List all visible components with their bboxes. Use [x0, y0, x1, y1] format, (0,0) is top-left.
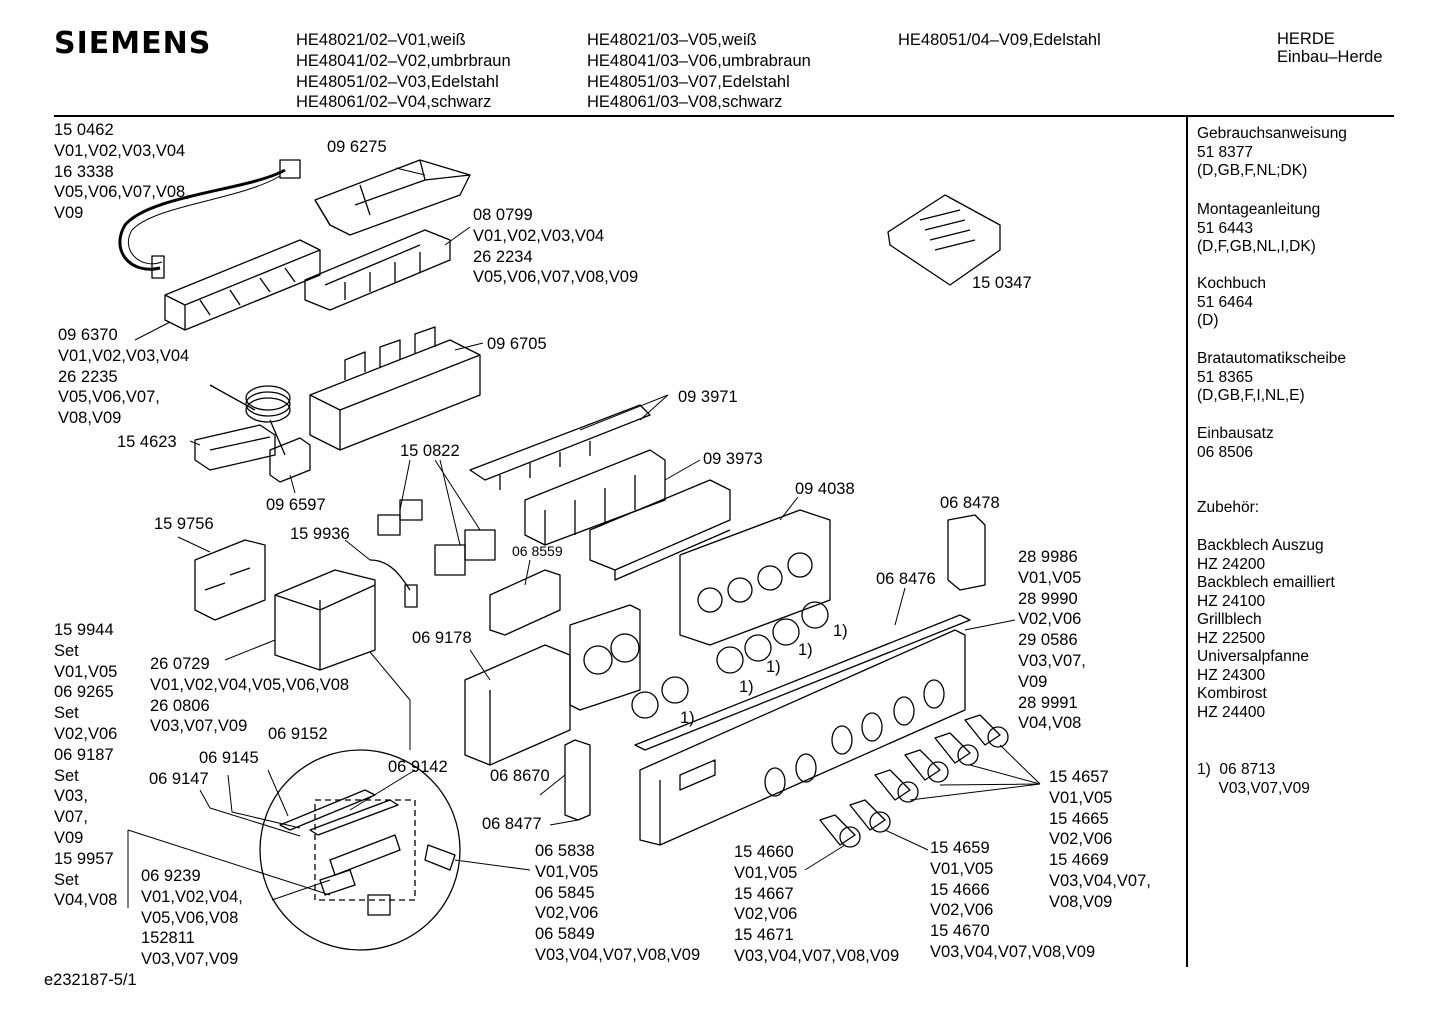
hinge-068478	[947, 514, 986, 591]
control-knobs	[819, 714, 1009, 848]
models-col-3: HE48051/04–V09,Edelstahl	[898, 31, 1101, 49]
brand-logo: SIEMENS	[54, 26, 212, 61]
wiring-harness	[118, 159, 301, 279]
label-068478: 06 8478	[940, 494, 1000, 512]
relay-module	[274, 569, 376, 671]
gear-knobs	[631, 601, 829, 719]
label-068670: 06 8670	[490, 767, 550, 785]
hinge-068477	[564, 739, 591, 821]
sensor	[369, 559, 418, 608]
label-069178: 06 9178	[412, 629, 472, 647]
note-mark-4: 1)	[739, 678, 754, 696]
note-mark-5: 1)	[680, 709, 695, 727]
label-069142: 06 9142	[388, 758, 448, 776]
thermostat	[209, 384, 311, 483]
label-080799: 08 0799 V01,V02,V03,V04 26 2234 V05,V06,…	[473, 206, 639, 287]
switch-rail	[469, 404, 666, 546]
label-068476: 06 8476	[876, 570, 936, 588]
zubehoer-list: Backblech Auszug HZ 24200 Backblech emai…	[1197, 537, 1335, 721]
holder-068559	[489, 569, 561, 636]
models-col-1: HE48021/02–V01,weiß HE48041/02–V02,umbrb…	[296, 31, 511, 112]
label-069147: 06 9147	[149, 770, 209, 788]
label-096597: 09 6597	[266, 496, 326, 514]
models-col-2: HE48021/03–V05,weiß HE48041/03–V06,umbra…	[587, 31, 811, 112]
terminal-strip	[194, 424, 276, 471]
bracket-093973	[589, 479, 731, 581]
label-094038: 09 4038	[795, 480, 855, 498]
knob-panel	[679, 509, 831, 646]
knob-housing	[569, 604, 641, 711]
header-rule	[54, 115, 1394, 117]
micro-switches	[377, 499, 496, 576]
switch-block	[309, 326, 481, 451]
label-065838: 06 5838 V01,V05 06 5845 V02,V06 06 5849 …	[535, 842, 701, 964]
control-fascia	[639, 629, 966, 846]
label-150822: 15 0822	[400, 442, 460, 460]
button-frame	[304, 229, 451, 311]
label-154623: 15 4623	[117, 433, 177, 451]
screw-bag	[887, 194, 1001, 286]
trim-strip	[634, 614, 971, 751]
note-mark-3: 1)	[766, 658, 781, 676]
label-069239: 06 9239 V01,V02,V04, V05,V06,V08 152811 …	[141, 867, 243, 969]
note-mark-2: 1)	[798, 641, 813, 659]
note-mark-1: 1)	[833, 622, 848, 640]
control-board	[464, 644, 571, 766]
label-069152: 06 9152	[268, 725, 328, 743]
footnote: 1) 06 8713 V03,V07,V09	[1197, 761, 1310, 797]
label-154659: 15 4659 V01,V05 15 4666 V02,V06 15 4670 …	[930, 839, 1096, 961]
label-159944: 15 9944 Set V01,V05 06 9265 Set V02,V06 …	[54, 621, 118, 910]
zubehoer-title: Zubehör:	[1197, 499, 1260, 516]
label-289986: 28 9986 V01,V05 28 9990 V02,V06 29 0586 …	[1018, 548, 1086, 733]
category-label: HERDE Einbau–Herde	[1277, 30, 1383, 66]
label-159756: 15 9756	[154, 515, 214, 533]
label-150462: 15 0462 V01,V02,V03,V04 16 3338 V05,V06,…	[54, 121, 190, 223]
label-096705: 09 6705	[487, 335, 547, 353]
detail-circle	[259, 749, 461, 951]
panel-divider	[1186, 116, 1188, 967]
label-154660: 15 4660 V01,V05 15 4667 V02,V06 15 4671 …	[734, 843, 900, 965]
label-096275: 09 6275	[327, 138, 387, 156]
label-260729: 26 0729 V01,V02,V04,V05,V06,V08 26 0806 …	[150, 655, 350, 736]
bracket-159756	[194, 539, 266, 621]
label-069145: 06 9145	[199, 749, 259, 767]
label-093973: 09 3973	[703, 450, 763, 468]
switch-housing	[164, 239, 321, 331]
label-159936: 15 9936	[290, 525, 350, 543]
drawing-code: e232187-5/1	[44, 971, 137, 989]
label-068477: 06 8477	[482, 815, 542, 833]
label-093971: 09 3971	[678, 388, 738, 406]
tray	[314, 159, 471, 236]
label-154657: 15 4657 V01,V05 15 4665 V02,V06 15 4669 …	[1049, 768, 1151, 911]
label-096370: 09 6370 V01,V02,V03,V04 26 2235 V05,V06,…	[58, 326, 190, 428]
doc-montageanleitung: Montageanleitung 51 6443 (D,F,GB,NL,I,DK…	[1197, 201, 1321, 255]
doc-bratautomatik: Bratautomatikscheibe 51 8365 (D,GB,F,I,N…	[1197, 350, 1347, 404]
doc-gebrauchsanweisung: Gebrauchsanweisung 51 8377 (D,GB,F,NL;DK…	[1197, 125, 1347, 179]
label-068559: 06 8559	[512, 543, 563, 559]
label-150347: 15 0347	[972, 274, 1032, 292]
doc-kochbuch: Kochbuch 51 6464 (D)	[1197, 275, 1266, 329]
doc-einbausatz: Einbausatz 06 8506	[1197, 425, 1274, 461]
leader-lines	[127, 167, 1041, 908]
